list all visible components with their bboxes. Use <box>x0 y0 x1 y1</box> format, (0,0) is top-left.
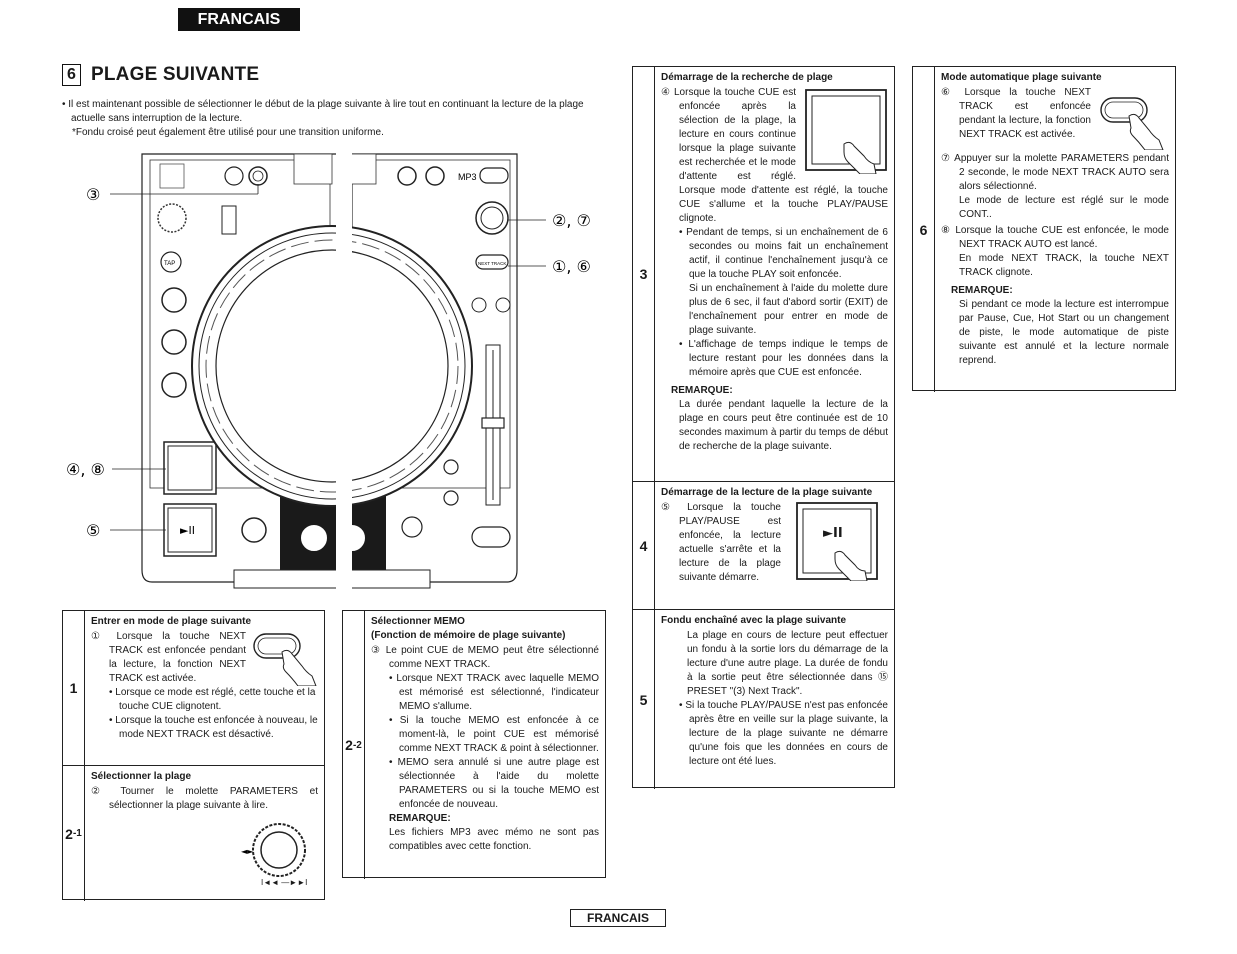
step-row-2-1: 2-1 Sélectionner la plage ② Tourner le m… <box>63 765 324 901</box>
step-number-group: 2-1 <box>63 766 85 901</box>
remark-text: Les fichiers MP3 avec mémo ne sont pas c… <box>389 827 599 852</box>
step-bullet: • Lorsque la touche est enfoncée à nouve… <box>109 715 318 740</box>
play-pause-symbol: ►II <box>823 526 843 541</box>
step-number-sub: -1 <box>72 828 82 839</box>
step-row-1: 1 Entrer en mode de plage suivante ① Lor… <box>63 611 324 765</box>
svg-text:◄►: ◄► <box>241 847 254 856</box>
callout-5: ⑤ <box>86 521 100 540</box>
step-number: 2 <box>65 825 73 842</box>
play-pause-button-icon: ►II <box>795 501 879 585</box>
remark-label: REMARQUE: <box>671 385 733 396</box>
step-bullet: • L'affichage de temps indique le temps … <box>679 339 888 378</box>
step-text: ④ Lorsque la touche CUE est enfoncée apr… <box>661 87 888 224</box>
section-heading: 6 PLAGE SUIVANTE <box>62 64 259 86</box>
footer-language-tab: FRANCAIS <box>570 909 666 927</box>
step-heading: Sélectionner MEMO <box>371 616 465 627</box>
section-title: PLAGE SUIVANTE <box>91 64 260 85</box>
parameters-dial-icon: ◄► <box>235 822 315 886</box>
step-body: Fondu enchaîné avec la plage suivante La… <box>655 610 894 789</box>
step-bullet: • Si la touche MEMO est enfoncée à ce mo… <box>389 715 599 754</box>
next-track-button-icon <box>1099 94 1165 150</box>
step-body: Mode automatique plage suivante ⑥ Lorsqu… <box>935 67 1175 392</box>
step-box-right: 3 Démarrage de la recherche de plage ④ L… <box>632 66 895 789</box>
step-row-4: 4 Démarrage de la lecture de la plage su… <box>633 481 894 609</box>
step-text: La plage en cours de lecture peut effect… <box>687 630 888 697</box>
step-text: ③ Le point CUE de MEMO peut être sélecti… <box>371 645 599 670</box>
remark-text: Si pendant ce mode la lecture est interr… <box>959 299 1169 366</box>
step-number: 5 <box>633 610 655 789</box>
cue-button-icon <box>804 88 888 174</box>
step-heading: Mode automatique plage suivante <box>941 72 1102 83</box>
step-number: 1 <box>63 611 85 765</box>
step-heading: Entrer en mode de plage suivante <box>91 616 252 627</box>
next-track-button-icon <box>246 630 318 686</box>
step-heading: Fondu enchaîné avec la plage suivante <box>661 615 847 626</box>
step-bullet: • MEMO sera annulé si une autre plage es… <box>389 757 599 810</box>
callout-4-8: ④, ⑧ <box>66 460 105 479</box>
step-text: ⑧ Lorsque la touche CUE est enfoncée, le… <box>941 225 1169 250</box>
step-bullet: • Si la touche PLAY/PAUSE n'est pas enfo… <box>679 700 888 767</box>
remark-text: La durée pendant laquelle la lecture de … <box>679 399 888 452</box>
step-row-3: 3 Démarrage de la recherche de plage ④ L… <box>633 67 894 481</box>
step-heading: Démarrage de la lecture de la plage suiv… <box>661 487 873 498</box>
step-body: Sélectionner la plage ② Tourner le molet… <box>85 766 324 901</box>
section-number: 6 <box>62 64 81 86</box>
step-number: 6 <box>913 67 935 392</box>
step-number: 3 <box>633 67 655 481</box>
intro-note: *Fondu croisé peut également être utilis… <box>72 127 384 138</box>
callout-2-7: ②, ⑦ <box>552 211 591 230</box>
callout-1-6: ①, ⑥ <box>552 257 591 276</box>
next-track-label: NEXT TRACK <box>478 261 506 266</box>
intro-text: • Il est maintenant possible de sélectio… <box>62 98 610 140</box>
intro-bullet: • Il est maintenant possible de sélectio… <box>62 99 584 124</box>
step-number: 4 <box>633 482 655 609</box>
step-bullet: • Lorsque NEXT TRACK avec laquelle MEMO … <box>389 673 599 712</box>
step-number-group: 2-2 <box>343 611 365 879</box>
language-tab: FRANCAIS <box>178 8 300 31</box>
step-row-2-2: 2-2 Sélectionner MEMO (Fonction de mémoi… <box>343 611 605 879</box>
device-illustration: ③ ②, ⑦ ①, ⑥ ④, ⑧ ⑤ MP3 TAP NEXT TRACK ►I… <box>66 150 591 595</box>
step-number: 2 <box>345 737 353 753</box>
step-row-6: 6 Mode automatique plage suivante ⑥ Lors… <box>913 67 1175 392</box>
callout-3: ③ <box>86 185 100 204</box>
step-text: ⑥ Lorsque la touche NEXT TRACK est enfon… <box>941 87 1091 140</box>
step-box-far-right: 6 Mode automatique plage suivante ⑥ Lors… <box>912 66 1176 392</box>
step-text-continued: Le mode de lecture est réglé sur le mode… <box>959 195 1169 220</box>
step-box-middle: 2-2 Sélectionner MEMO (Fonction de mémoi… <box>342 610 606 879</box>
step-bullet: • Lorsque ce mode est réglé, cette touch… <box>109 687 316 712</box>
step-bullet-continued: Si un enchaînement à l'aide du molette d… <box>689 283 888 336</box>
step-text: ① Lorsque la touche NEXT TRACK est enfon… <box>91 631 246 684</box>
mp3-label: MP3 <box>458 172 477 182</box>
step-body: Démarrage de la recherche de plage ④ Lor… <box>655 67 894 481</box>
step-heading: Sélectionner la plage <box>91 771 192 782</box>
step-row-5: 5 Fondu enchaîné avec la plage suivante … <box>633 609 894 789</box>
play-pause-symbol: ►II <box>180 524 195 537</box>
step-box-left: 1 Entrer en mode de plage suivante ① Lor… <box>62 610 325 901</box>
step-text-continued: En mode NEXT TRACK, la touche NEXT TRACK… <box>959 253 1169 278</box>
tap-label: TAP <box>164 261 175 267</box>
step-body: Sélectionner MEMO (Fonction de mémoire d… <box>365 611 605 879</box>
step-bullet: • Pendant de temps, si un enchaînement d… <box>679 227 888 280</box>
step-text: ② Tourner le molette PARAMETERS et sélec… <box>91 786 318 811</box>
step-body: Démarrage de la lecture de la plage suiv… <box>655 482 894 609</box>
device-diagram: ③ ②, ⑦ ①, ⑥ ④, ⑧ ⑤ MP3 TAP NEXT TRACK ►I… <box>62 150 610 595</box>
step-heading: Démarrage de la recherche de plage <box>661 72 833 83</box>
dial-label: I◄◄ —►►I <box>261 878 308 887</box>
step-text: ⑦ Appuyer sur la molette PARAMETERS pend… <box>941 153 1169 192</box>
step-subheading: (Fonction de mémoire de plage suivante) <box>371 630 566 641</box>
remark-label: REMARQUE: <box>951 285 1013 296</box>
remark-label: REMARQUE: <box>389 813 451 824</box>
step-body: Entrer en mode de plage suivante ① Lorsq… <box>85 611 324 765</box>
step-number-sub: -2 <box>352 739 362 751</box>
step-text: ⑤ Lorsque la touche PLAY/PAUSE est enfon… <box>661 502 781 583</box>
